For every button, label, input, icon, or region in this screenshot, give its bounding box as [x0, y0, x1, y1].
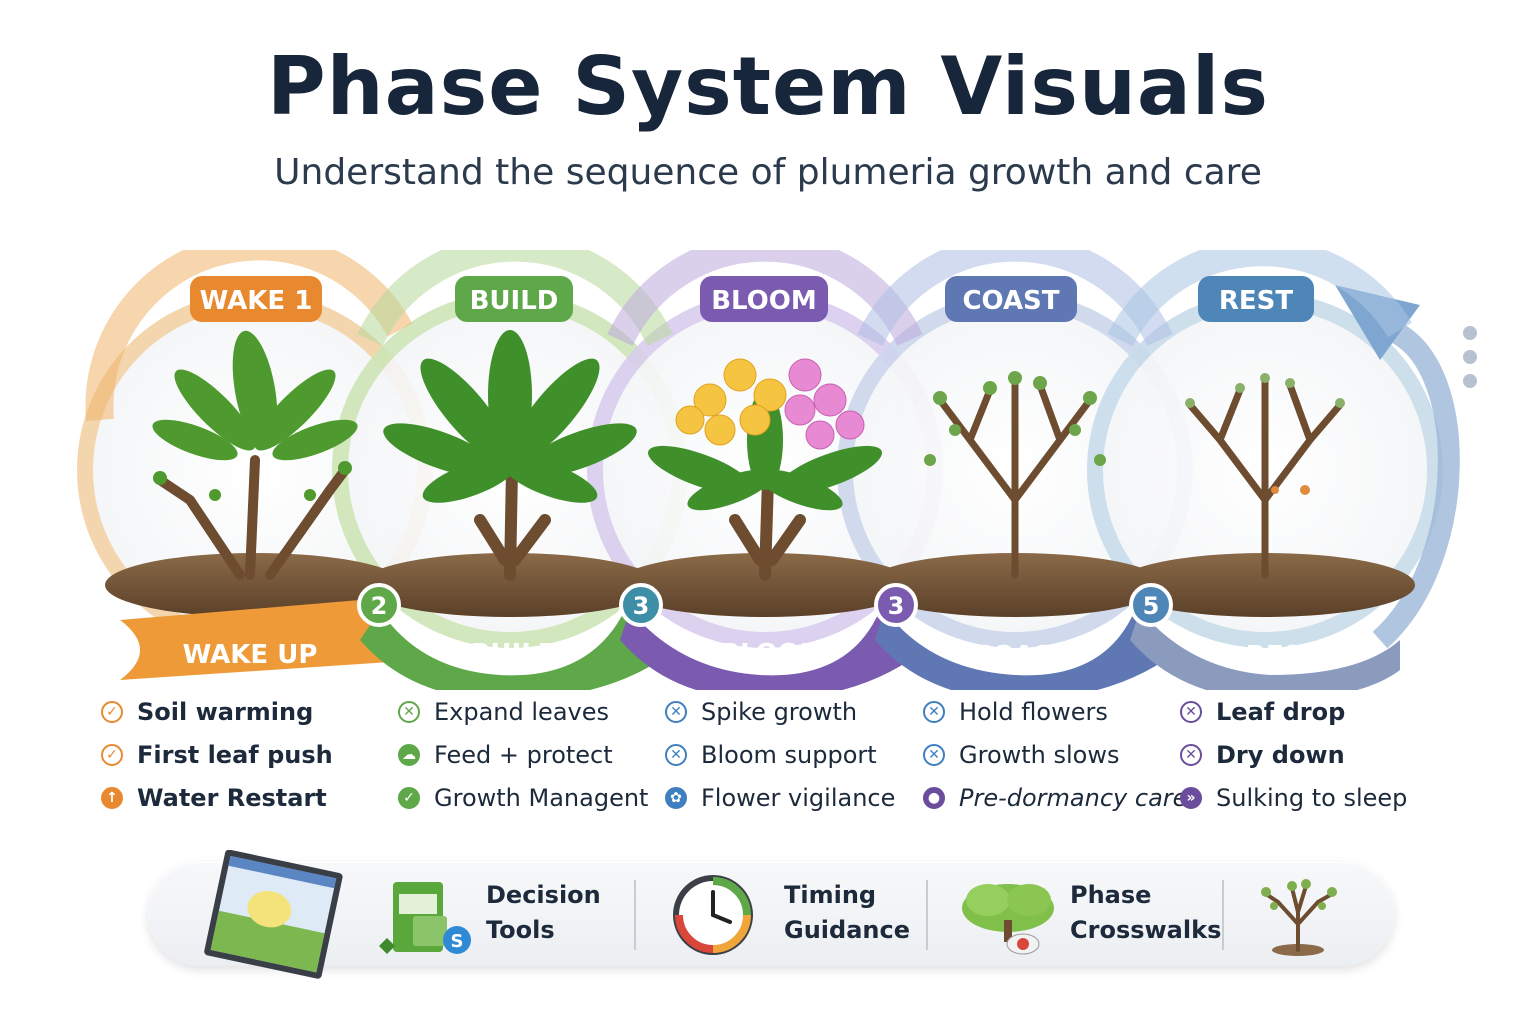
svg-text:3: 3 — [888, 592, 905, 620]
plant-bloom-illustration — [648, 358, 882, 581]
phase-checklists: ✓Soil warming ✓First leaf push ↑Water Re… — [95, 690, 1515, 825]
pill-wake — [190, 276, 322, 322]
svg-text:S: S — [451, 931, 464, 952]
rest-checklist: ✕Leaf drop ✕Dry down »Sulking to sleep — [1180, 690, 1440, 819]
svg-text:5: 5 — [1143, 592, 1160, 620]
list-item: ✕Hold flowers — [923, 690, 1183, 733]
divider — [926, 880, 928, 950]
shield-check-icon: ✓ — [398, 786, 420, 809]
top-pills: WAKE 1 BUILD BLOOM COAST REST — [85, 250, 1413, 422]
x-circle-icon: ✕ — [398, 700, 420, 723]
list-item: ✕Bloom support — [665, 733, 925, 776]
list-item: ✿Flower vigilance — [665, 776, 925, 819]
list-item: ✓Growth Managent — [398, 776, 658, 819]
x-circle-icon: ✕ — [1180, 743, 1202, 766]
pill-coast — [945, 276, 1077, 322]
svg-text:BLOOM: BLOOM — [720, 639, 826, 669]
check-circle-icon: ✓ — [101, 743, 123, 766]
svg-text:BLOOM: BLOOM — [711, 286, 817, 316]
guide-book-icon[interactable] — [173, 850, 353, 980]
x-circle-icon: ✕ — [923, 700, 945, 723]
list-item: ●Pre-dormancy care — [923, 776, 1187, 819]
check-circle-icon: ✓ — [101, 700, 123, 723]
list-item: ✕Spike growth — [665, 690, 925, 733]
svg-text:WAKE 1: WAKE 1 — [200, 286, 313, 316]
decision-tools-link[interactable]: Decision Tools — [486, 881, 601, 944]
svg-text:REST: REST — [1219, 286, 1294, 316]
phase-crosswalks-link[interactable]: Phase Crosswalks — [1070, 881, 1222, 944]
timing-clock-icon[interactable] — [668, 872, 758, 958]
svg-text:REST: REST — [1246, 641, 1321, 671]
bloom-checklist: ✕Spike growth ✕Bloom support ✿Flower vig… — [665, 690, 925, 819]
svg-text:2: 2 — [371, 592, 388, 620]
coast-checklist: ✕Hold flowers ✕Growth slows ●Pre-dormanc… — [923, 690, 1187, 819]
divider — [634, 880, 636, 950]
bottom-band: WAKE UP BUILD BLOOM COAST REST 2 3 3 5 — [120, 583, 1400, 690]
list-item: ✓Soil warming — [101, 690, 361, 733]
timing-guidance-link[interactable]: Timing Guidance — [784, 881, 910, 944]
crosswalk-bush-icon[interactable] — [953, 872, 1063, 958]
svg-text:BUILD: BUILD — [471, 639, 560, 669]
page-subtitle: Understand the sequence of plumeria grow… — [274, 152, 1262, 193]
list-item: ✕Expand leaves — [398, 690, 658, 733]
plant-rest-illustration — [1185, 373, 1345, 579]
list-item: ✕Growth slows — [923, 733, 1183, 776]
arrow-badge-icon: » — [1180, 786, 1202, 809]
list-item: ✓First leaf push — [101, 733, 361, 776]
flower-badge-icon: ✿ — [665, 786, 687, 809]
build-checklist: ✕Expand leaves ☁Feed + protect ✓Growth M… — [398, 690, 658, 819]
pill-bloom — [700, 276, 828, 322]
x-circle-icon: ✕ — [923, 743, 945, 766]
resource-toolbar: S Decision Tools Timing Guidance Phase C… — [148, 850, 1394, 979]
svg-text:COAST: COAST — [962, 286, 1059, 316]
svg-text:WAKE UP: WAKE UP — [183, 640, 318, 670]
pill-rest — [1198, 276, 1314, 322]
phase-cycle-diagram: WAKE 1 BUILD BLOOM COAST REST WAKE UP BU… — [77, 250, 1477, 690]
pill-build — [455, 276, 573, 322]
list-item: ↑Water Restart — [101, 776, 361, 819]
soil-mounds — [105, 553, 1415, 617]
divider — [1222, 880, 1224, 950]
cycle-return-arrow — [1372, 319, 1460, 649]
plant-wake-illustration — [152, 330, 358, 580]
page-title: Phase System Visuals — [267, 40, 1269, 133]
x-circle-icon: ✕ — [665, 743, 687, 766]
dormant-tree-icon[interactable] — [1248, 872, 1348, 958]
decision-tools-icon[interactable]: S — [373, 876, 473, 962]
leaf-cloud-icon: ☁ — [398, 743, 420, 766]
lock-badge-icon: ● — [923, 786, 945, 809]
svg-text:3: 3 — [633, 592, 650, 620]
wake-checklist: ✓Soil warming ✓First leaf push ↑Water Re… — [101, 690, 361, 819]
list-item: ✕Dry down — [1180, 733, 1440, 776]
up-arrow-circle-icon: ↑ — [101, 786, 123, 809]
svg-text:BUILD: BUILD — [470, 286, 559, 316]
plant-coast-illustration — [924, 371, 1106, 579]
x-circle-icon: ✕ — [1180, 700, 1202, 723]
list-item: ✕Leaf drop — [1180, 690, 1440, 733]
list-item: »Sulking to sleep — [1180, 776, 1440, 819]
plant-build-illustration — [383, 330, 637, 581]
svg-text:COAST: COAST — [973, 641, 1070, 671]
x-circle-icon: ✕ — [665, 700, 687, 723]
list-item: ☁Feed + protect — [398, 733, 658, 776]
